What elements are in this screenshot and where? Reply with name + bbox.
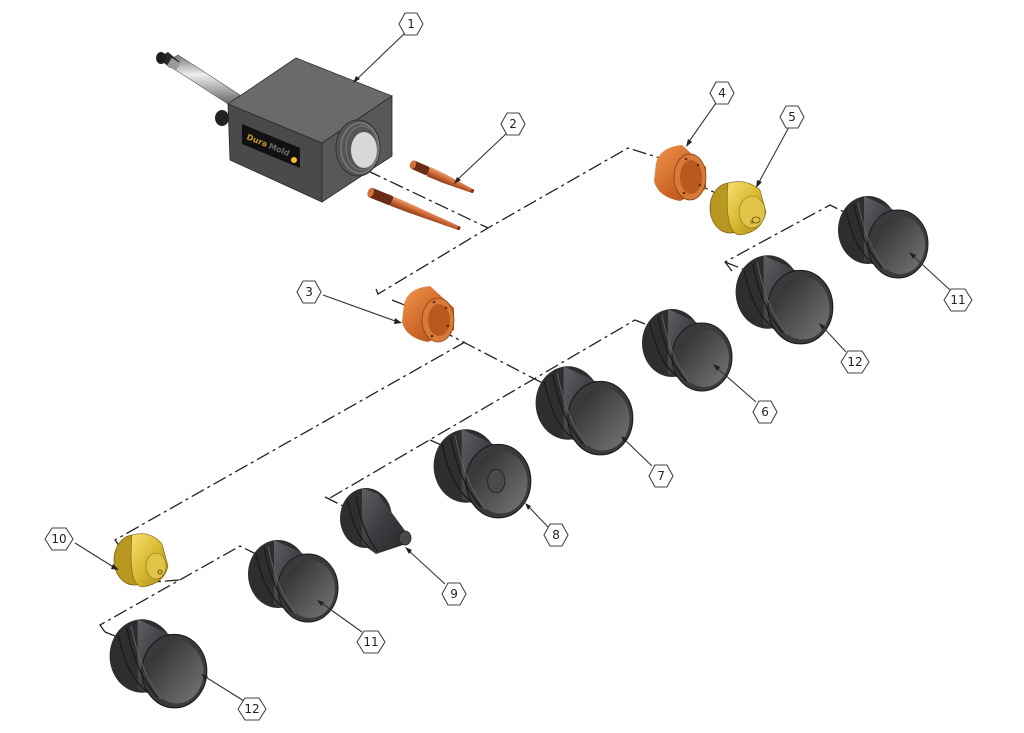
manifold-rod bbox=[156, 52, 241, 105]
axis-line-lower-left-branch bbox=[99, 545, 259, 633]
copper-sleeve-3[interactable] bbox=[402, 286, 455, 343]
callout-label: 9 bbox=[450, 587, 458, 601]
callout-10: 10 bbox=[44, 527, 74, 551]
brass-tip-5[interactable] bbox=[709, 181, 767, 236]
callout-label: 1 bbox=[407, 17, 415, 31]
callout-label: 12 bbox=[847, 355, 862, 369]
axis-line-upper-right-branch bbox=[724, 204, 849, 272]
callout-1: 1 bbox=[398, 12, 424, 36]
tip-insert-upper bbox=[409, 160, 474, 194]
tip-inserts[interactable] bbox=[366, 159, 476, 233]
tip-insert-lower bbox=[367, 187, 461, 231]
callout-label: 7 bbox=[657, 469, 665, 483]
callout-12-upper: 12 bbox=[840, 350, 870, 374]
callout-11-upper: 11 bbox=[943, 288, 973, 312]
callout-label: 5 bbox=[788, 110, 796, 124]
callout-11-lower: 11 bbox=[356, 630, 386, 654]
nozzle-cap-7[interactable] bbox=[534, 365, 634, 456]
axis-line-part3-to-part7 bbox=[391, 299, 413, 309]
axis-line-part8-branch bbox=[429, 439, 449, 449]
callout-3: 3 bbox=[296, 280, 322, 304]
brass-tip-10[interactable] bbox=[113, 533, 169, 588]
nozzle-cap-8[interactable] bbox=[432, 428, 532, 519]
callout-label: 10 bbox=[51, 532, 66, 546]
axis-line-mid-branch bbox=[329, 319, 656, 499]
callout-label: 2 bbox=[509, 117, 517, 131]
nozzle-cap-11-upper[interactable] bbox=[837, 195, 929, 279]
nozzle-cap-12-upper[interactable] bbox=[734, 254, 834, 345]
callout-label: 3 bbox=[305, 285, 313, 299]
callout-label: 11 bbox=[363, 635, 378, 649]
callout-label: 8 bbox=[552, 528, 560, 542]
cone-nozzle-9[interactable] bbox=[340, 488, 412, 554]
callout-label: 11 bbox=[950, 293, 965, 307]
callout-6: 6 bbox=[752, 400, 778, 424]
callout-2: 2 bbox=[500, 112, 526, 136]
callout-9: 9 bbox=[441, 582, 467, 606]
manifold-block[interactable]: Dura Mold bbox=[156, 52, 393, 203]
callout-5: 5 bbox=[779, 105, 805, 129]
callout-7: 7 bbox=[648, 464, 674, 488]
axis-line-part9-branch bbox=[324, 496, 346, 508]
callout-label: 12 bbox=[244, 702, 259, 716]
callout-4: 4 bbox=[709, 81, 735, 105]
axis-line-branch-12-upper bbox=[724, 261, 746, 271]
axis-line-main-branch bbox=[375, 147, 661, 295]
nozzle-cap-6[interactable] bbox=[641, 308, 733, 392]
brand-logo: Dura Mold bbox=[242, 124, 300, 168]
callout-label: 6 bbox=[761, 405, 769, 419]
manifold-threaded-port bbox=[335, 119, 381, 177]
leader-lines bbox=[74, 33, 951, 702]
axis-line-long-to-part10 bbox=[114, 341, 466, 548]
axis-line-part3-axis bbox=[439, 329, 561, 393]
callout-8: 8 bbox=[543, 523, 569, 547]
callout-12-lower: 12 bbox=[237, 697, 267, 721]
callout-label: 4 bbox=[718, 86, 726, 100]
nozzle-cap-11-lower[interactable] bbox=[247, 539, 339, 623]
copper-sleeve-4[interactable] bbox=[654, 145, 707, 201]
logo-star-icon bbox=[291, 157, 297, 163]
nozzle-cap-12-lower[interactable] bbox=[108, 618, 208, 709]
manifold-fitting bbox=[215, 110, 229, 126]
